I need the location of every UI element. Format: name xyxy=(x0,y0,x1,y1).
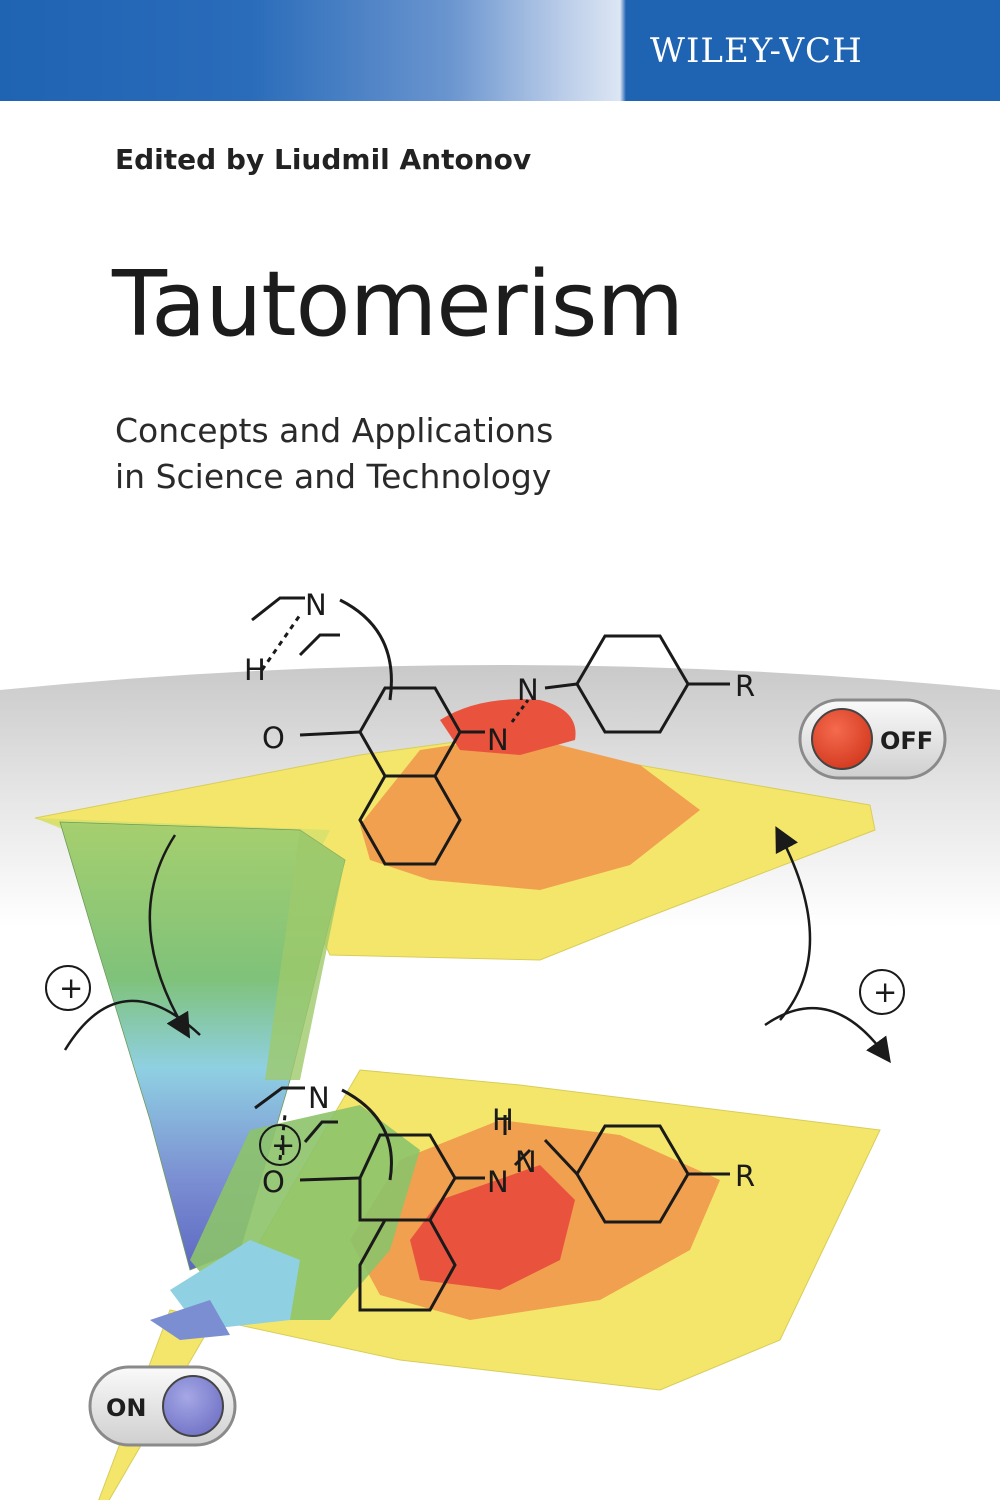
lower-atom-o: O xyxy=(262,1165,285,1199)
arrow-up-right xyxy=(775,826,812,1021)
lower-cation-plus: + xyxy=(271,1128,295,1162)
cation-right-plus: + xyxy=(873,975,897,1009)
lower-cation-circle xyxy=(259,1124,301,1166)
upper-molecule xyxy=(251,596,730,866)
lower-atom-n-hydrazone-2: N xyxy=(487,1165,509,1199)
upper-molecule-atoms: N H O N N R xyxy=(244,588,755,757)
upper-atom-n-amine: N xyxy=(305,588,327,622)
cation-left-plus: + xyxy=(59,971,83,1005)
lower-molecule-atoms: N + O H N N R xyxy=(259,1081,755,1199)
lower-atom-n-hydrazone-1: N xyxy=(515,1145,537,1179)
off-switch-label: OFF xyxy=(880,727,933,755)
upper-atom-n-azo-2: N xyxy=(487,723,509,757)
editor-line: Edited by Liudmil Antonov xyxy=(115,143,532,176)
on-switch: ON xyxy=(88,1365,237,1447)
on-switch-knob xyxy=(162,1375,224,1437)
arrow-curve-right xyxy=(764,1006,891,1064)
upper-atom-n-azo-1: N xyxy=(517,673,539,707)
cation-markers: + + xyxy=(45,965,905,1015)
arrow-curve-left xyxy=(63,999,201,1051)
on-switch-label: ON xyxy=(106,1394,147,1422)
book-title: Tautomerism xyxy=(112,252,684,357)
lower-atom-r: R xyxy=(735,1159,755,1193)
cover-illustration: N H O N N R xyxy=(0,560,1000,1500)
publisher-logo: WILEY-VCH xyxy=(650,31,863,71)
lower-atom-n-amine: N xyxy=(308,1081,330,1115)
book-subtitle: Concepts and Applications in Science and… xyxy=(115,408,815,500)
subtitle-line-2: in Science and Technology xyxy=(115,457,552,496)
off-switch-knob xyxy=(811,708,873,770)
cation-left-circle xyxy=(45,965,91,1011)
upper-atom-r: R xyxy=(735,669,755,703)
upper-ring-2 xyxy=(358,774,462,866)
upper-atom-h: H xyxy=(244,653,266,687)
switch-arrows xyxy=(63,826,891,1064)
cation-right-circle xyxy=(859,969,905,1015)
header-band: WILEY-VCH xyxy=(0,0,1000,101)
lower-ring-2 xyxy=(358,1218,457,1312)
subtitle-line-1: Concepts and Applications xyxy=(115,411,554,450)
arrow-down-left xyxy=(148,834,191,1039)
illustration-svg: N H O N N R xyxy=(0,588,1000,1500)
off-switch: OFF xyxy=(798,698,947,780)
lower-molecule xyxy=(254,1086,730,1312)
lower-atom-h: H xyxy=(492,1103,514,1137)
upper-atom-o: O xyxy=(262,721,285,755)
